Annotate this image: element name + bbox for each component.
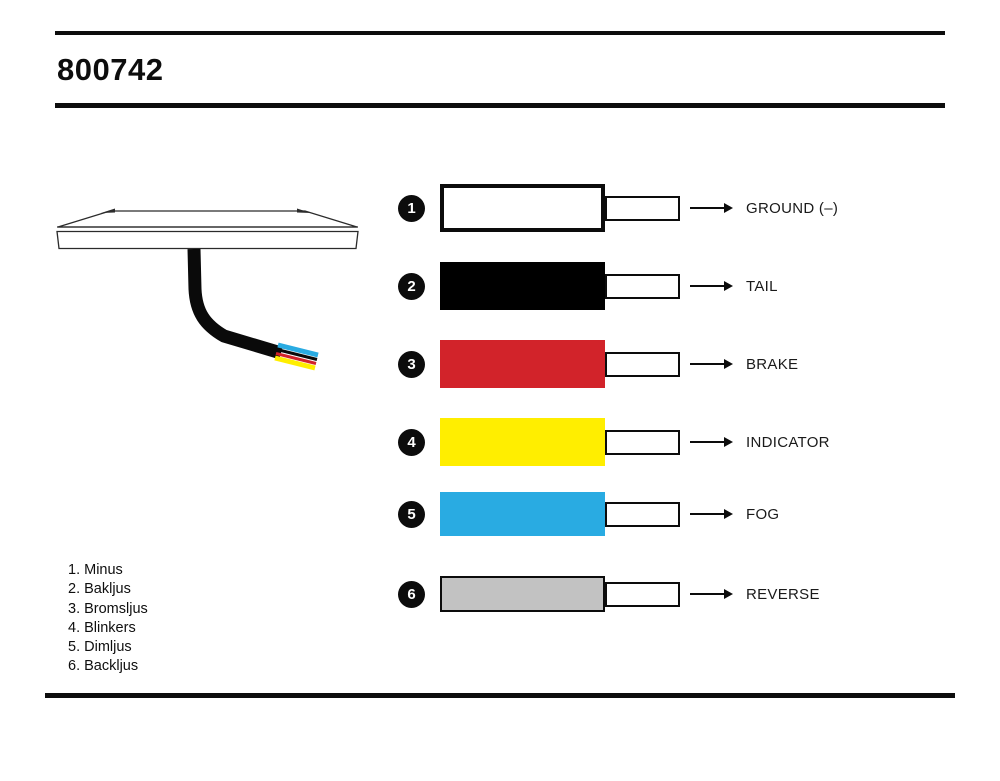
- wire-function-label: GROUND (–): [746, 199, 839, 217]
- lamp-body: [56, 230, 359, 250]
- legend-item: 1. Minus: [68, 562, 123, 578]
- wire-function-label: REVERSE: [746, 585, 820, 603]
- wire-number: 2: [407, 277, 416, 295]
- wire-number-badge: 4: [398, 428, 425, 456]
- legend-item: 5. Dimljus: [68, 639, 132, 656]
- legend-item: 4. Blinkers: [68, 619, 136, 636]
- wire-color-swatch-blue: [440, 492, 605, 536]
- wire-row-tail: 2 TAIL: [398, 261, 778, 311]
- arrow-right-icon: [690, 281, 733, 291]
- wire-number-badge: 6: [398, 580, 425, 608]
- wire-color-swatch-red: [440, 340, 605, 388]
- wire-color-swatch-black: [440, 262, 605, 310]
- wire-number-badge: 3: [398, 350, 425, 378]
- wire-number: 5: [407, 505, 416, 523]
- page-title: 800742: [57, 52, 164, 87]
- cable-strand-black: [276, 348, 318, 361]
- wire-connector: [605, 351, 680, 377]
- legend-item: 6. Backljus: [68, 658, 139, 675]
- cable-strand-red: [275, 352, 317, 365]
- arrow-right-icon: [690, 359, 733, 369]
- wire-connector: [605, 429, 680, 455]
- wire-color-swatch-grey: [440, 576, 605, 612]
- wire-color-swatch-white: [440, 184, 605, 232]
- bottom-rule: [45, 693, 955, 698]
- wire-number: 6: [407, 585, 416, 603]
- wire-number-badge: 5: [398, 500, 425, 528]
- wire-connector: [605, 501, 680, 527]
- wire-function-label: BRAKE: [746, 355, 799, 373]
- wire-color-swatch-yellow: [440, 418, 605, 466]
- lamp-top-wedge-right: [297, 208, 311, 213]
- lamp-top-face: [57, 210, 358, 228]
- wire-connector: [605, 581, 680, 607]
- wire-function-label: TAIL: [746, 277, 778, 295]
- wire-connector: [605, 273, 680, 299]
- arrow-right-icon: [690, 589, 733, 599]
- arrow-right-icon: [690, 437, 733, 447]
- wire-number: 4: [407, 433, 416, 451]
- wire-connector: [605, 195, 680, 221]
- wire-function-label: FOG: [746, 505, 780, 523]
- legend-item: 3. Bromsljus: [68, 600, 148, 617]
- cable-strand-blue: [277, 342, 319, 358]
- wire-number: 3: [407, 355, 416, 373]
- wire-row-reverse: 6 REVERSE: [398, 569, 820, 619]
- arrow-right-icon: [690, 203, 733, 213]
- wire-number-badge: 1: [398, 194, 425, 222]
- lamp-cable: [187, 248, 283, 360]
- lamp-illustration: [56, 208, 359, 371]
- wire-row-ground: 1 GROUND (–): [398, 183, 838, 233]
- arrow-right-icon: [690, 509, 733, 519]
- lamp-top-wedge-left: [101, 208, 115, 213]
- title-underline-rule: [55, 103, 945, 108]
- top-rule: [55, 31, 945, 35]
- wire-number: 1: [407, 199, 416, 217]
- wire-row-brake: 3 BRAKE: [398, 339, 798, 389]
- wire-number-badge: 2: [398, 272, 425, 300]
- cable-strand-yellow: [274, 355, 316, 371]
- legend-item: 2. Bakljus: [68, 581, 131, 598]
- wire-row-fog: 5 FOG: [398, 489, 779, 539]
- legend-list: 1. Minus 2. Bakljus 3. Bromsljus 4. Blin…: [68, 561, 148, 677]
- wire-row-indicator: 4 INDICATOR: [398, 417, 830, 467]
- wire-function-label: INDICATOR: [746, 433, 830, 451]
